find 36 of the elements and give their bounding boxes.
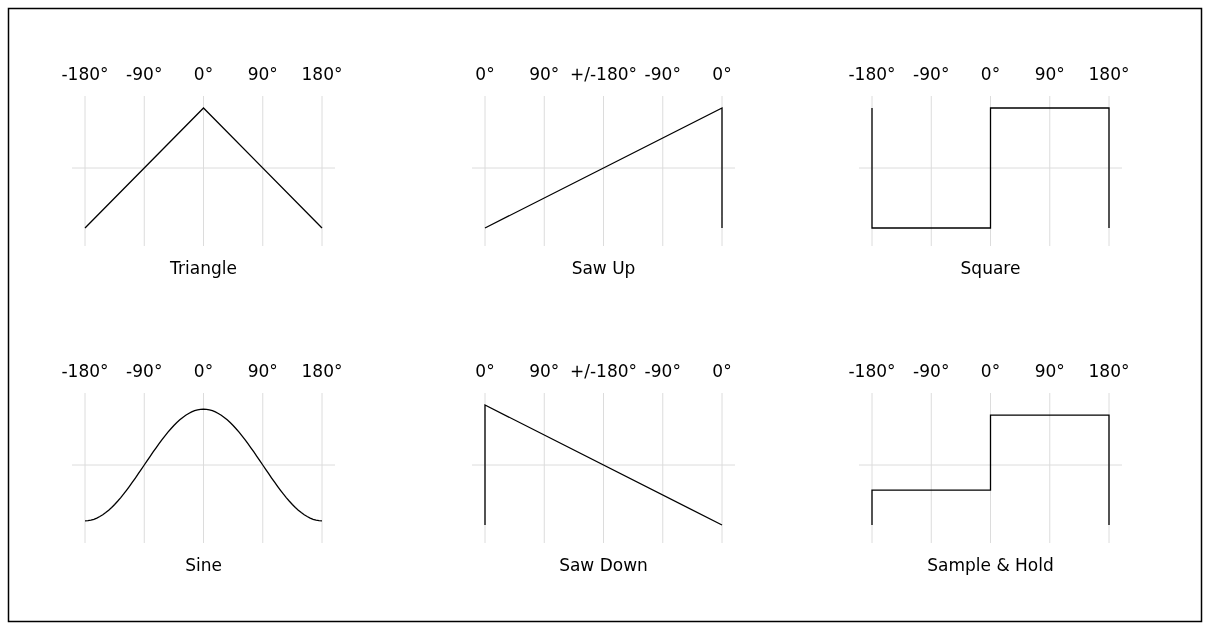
- axis-tick-label: 90°: [1034, 361, 1065, 381]
- axis-tick-label: 0°: [475, 361, 495, 381]
- waveform-title: Saw Up: [571, 258, 636, 278]
- axis-tick-label: 180°: [301, 361, 343, 381]
- axis-tick-label: +/-180°: [569, 361, 638, 381]
- axis-tick-label: -180°: [848, 64, 896, 84]
- waveform-title: Saw Down: [559, 555, 648, 575]
- axis-tick-label: 0°: [980, 361, 1001, 381]
- axis-tick-label: 180°: [1088, 361, 1130, 381]
- axis-tick-label: 90°: [529, 361, 560, 381]
- axis-tick-label: -90°: [126, 64, 163, 84]
- axis-tick-label: 90°: [529, 64, 560, 84]
- axis-tick-label: 0°: [475, 64, 495, 84]
- axis-tick-label: 0°: [980, 64, 1001, 84]
- axis-tick-label: 90°: [247, 64, 278, 84]
- axis-tick-label: -90°: [126, 361, 163, 381]
- axis-tick-label: 0°: [193, 361, 214, 381]
- axis-tick-label: 0°: [712, 64, 732, 84]
- axis-tick-label: -180°: [61, 361, 109, 381]
- axis-tick-label: 180°: [1088, 64, 1130, 84]
- waveform-title: Triangle: [170, 258, 237, 278]
- axis-tick-label: 0°: [193, 64, 214, 84]
- axis-tick-label: 0°: [712, 361, 732, 381]
- axis-tick-label: -90°: [644, 64, 681, 84]
- axis-tick-label: 90°: [1034, 64, 1065, 84]
- waveform-title: Sample & Hold: [927, 555, 1054, 575]
- axis-tick-label: -180°: [848, 361, 896, 381]
- axis-tick-label: -90°: [644, 361, 681, 381]
- waveform-title: Sine: [185, 555, 222, 575]
- axis-tick-label: 180°: [301, 64, 343, 84]
- axis-tick-label: -180°: [61, 64, 109, 84]
- axis-tick-label: -90°: [913, 64, 950, 84]
- waveform-title: Square: [960, 258, 1021, 278]
- axis-tick-label: -90°: [913, 361, 950, 381]
- axis-tick-label: +/-180°: [569, 64, 638, 84]
- axis-tick-label: 90°: [247, 361, 278, 381]
